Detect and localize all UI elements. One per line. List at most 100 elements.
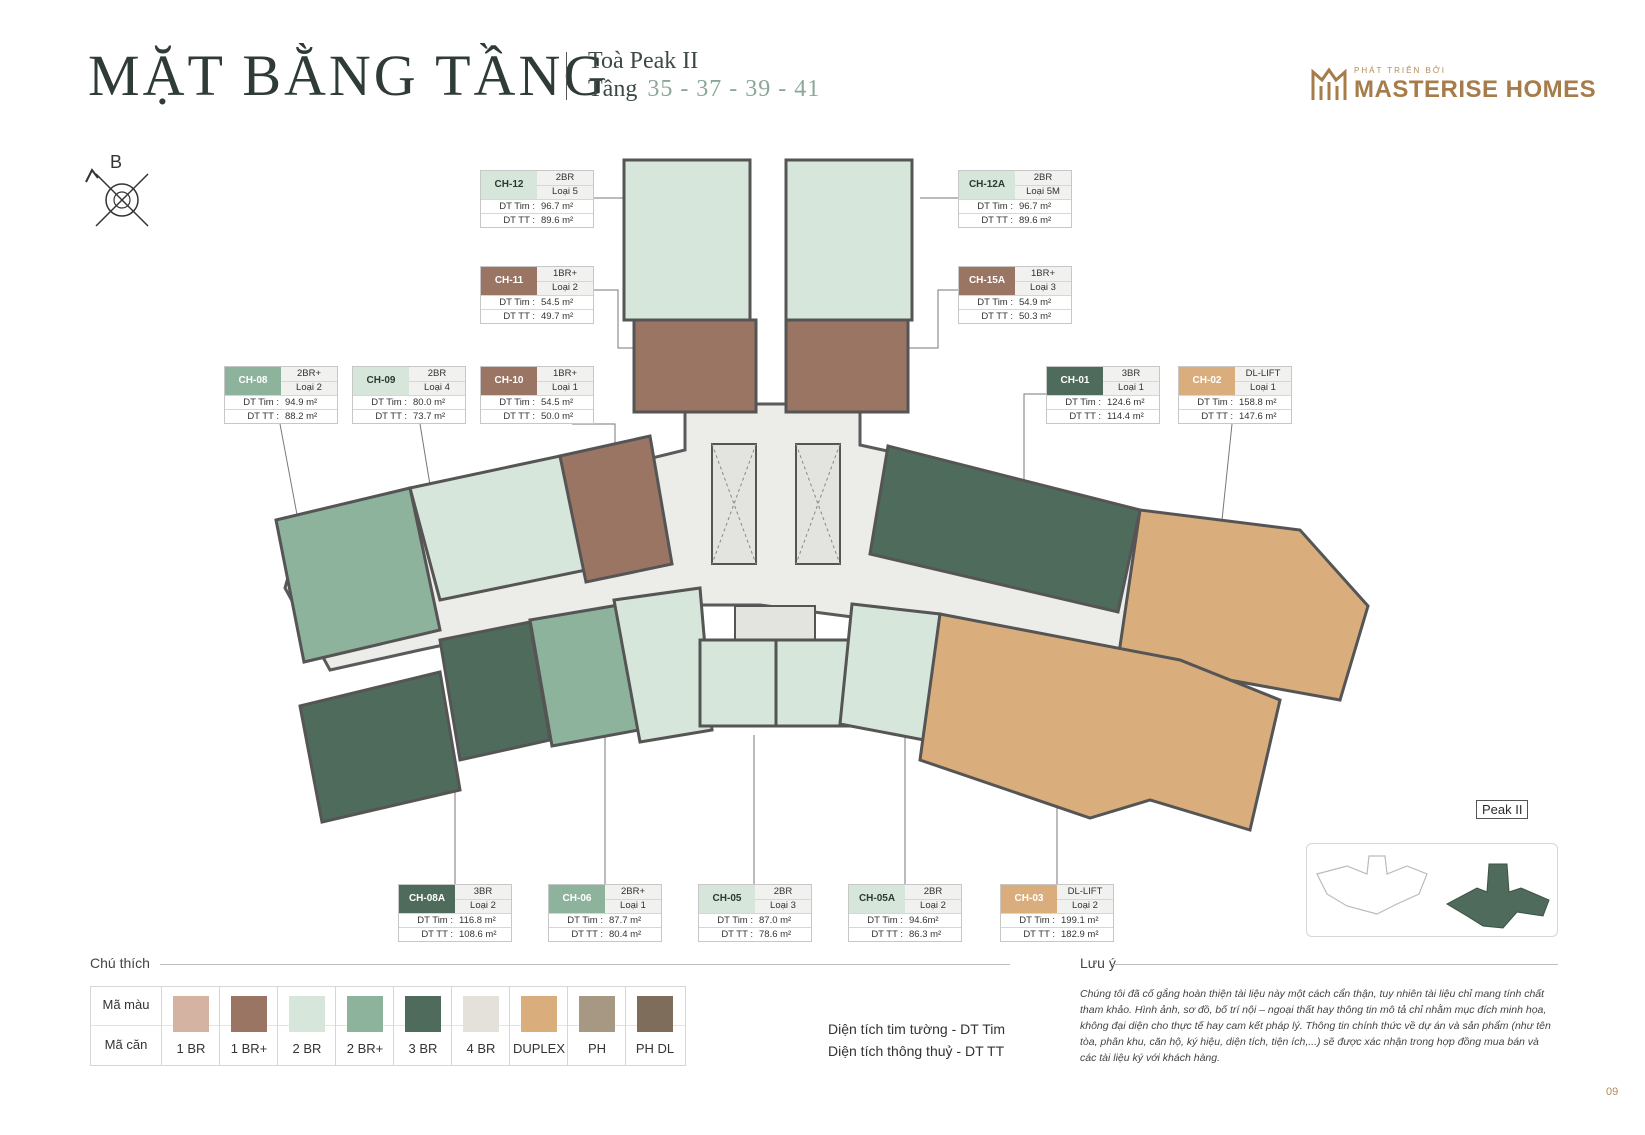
title-divider	[566, 52, 567, 100]
unit-area-ch-06-b	[612, 586, 714, 744]
unit-card-ch-15a: CH-15A 1BR+ Loại 3 DT Tim :54.9 m² DT TT…	[958, 266, 1072, 324]
legend-swatch	[521, 996, 557, 1032]
unit-card-ch-09: CH-09 2BR Loại 4 DT Tim :80.0 m² DT TT :…	[352, 366, 466, 424]
legend-item: 2 BR	[277, 987, 336, 1065]
unit-area-ch-08a	[298, 670, 462, 824]
dt-tt-label: DT TT :	[247, 411, 279, 422]
unit-area-ch-12	[622, 158, 752, 322]
legend-item-name: 3 BR	[408, 1041, 438, 1056]
dt-tt-label: DT TT :	[1069, 411, 1101, 422]
unit-code: CH-02	[1179, 367, 1235, 395]
unit-code: CH-10	[481, 367, 537, 395]
legend-item-name: 1 BR+	[230, 1041, 268, 1056]
legend-item: 1 BR+	[219, 987, 278, 1065]
unit-type: DL-LIFT	[1057, 885, 1113, 900]
disclaimer-text: Chúng tôi đã cố gắng hoàn thiện tài liệu…	[1080, 988, 1551, 1064]
floor-label: Tầng	[588, 76, 638, 102]
legend-item: 3 BR	[393, 987, 452, 1065]
dt-tt-label: DT TT :	[981, 215, 1013, 226]
unit-type: 1BR+	[537, 267, 593, 282]
legend-swatch	[463, 996, 499, 1032]
dt-tt-label: DT TT :	[981, 311, 1013, 322]
legend-item: PH DL	[625, 987, 684, 1065]
unit-code: CH-03	[1001, 885, 1057, 913]
dt-tim-value: 80.0 m²	[413, 397, 446, 408]
dt-tt-label: DT TT :	[503, 411, 535, 422]
dt-tt-label: DT TT :	[1023, 929, 1055, 940]
dt-tim-label: DT Tim :	[1019, 915, 1055, 926]
legend-row-color-label: Mã màu	[102, 997, 150, 1012]
unit-kind: Loại 2	[1072, 900, 1098, 911]
unit-area-ch-05	[698, 638, 778, 728]
dt-tim-label: DT Tim :	[977, 201, 1013, 212]
unit-card-ch-08a: CH-08A 3BR Loại 2 DT Tim :116.8 m² DT TT…	[398, 884, 512, 942]
area-def-tim: Diện tích tim tường - DT Tim	[828, 1021, 1005, 1037]
dt-tim-label: DT Tim :	[499, 297, 535, 308]
dt-tt-value: 89.6 m²	[1019, 215, 1052, 226]
unit-type: 1BR+	[1015, 267, 1071, 282]
unit-type: 2BR	[755, 885, 811, 900]
floor-numbers: 35 - 37 - 39 - 41	[647, 76, 821, 102]
dt-tim-value: 87.0 m²	[759, 915, 792, 926]
legend-item-name: 2 BR	[292, 1041, 322, 1056]
unit-card-ch-12: CH-12 2BR Loại 5 DT Tim :96.7 m² DT TT :…	[480, 170, 594, 228]
dt-tim-value: 87.7 m²	[609, 915, 642, 926]
keymap-drawing	[1316, 855, 1550, 929]
dt-tt-value: 88.2 m²	[285, 411, 318, 422]
dt-tim-label: DT Tim :	[1197, 397, 1233, 408]
dt-tim-value: 124.6 m²	[1107, 397, 1145, 408]
dt-tt-value: 147.6 m²	[1239, 411, 1277, 422]
key-map	[1306, 843, 1558, 937]
dt-tt-label: DT TT :	[421, 929, 453, 940]
unit-card-ch-06: CH-06 2BR+ Loại 1 DT Tim :87.7 m² DT TT …	[548, 884, 662, 942]
dt-tt-value: 78.6 m²	[759, 929, 792, 940]
dt-tt-value: 49.7 m²	[541, 311, 574, 322]
unit-code: CH-12	[481, 171, 537, 199]
dt-tim-label: DT Tim :	[1065, 397, 1101, 408]
dt-tim-value: 158.8 m²	[1239, 397, 1277, 408]
legend-item-name: 2 BR+	[346, 1041, 384, 1056]
unit-card-ch-11: CH-11 1BR+ Loại 2 DT Tim :54.5 m² DT TT …	[480, 266, 594, 324]
unit-kind: Loại 1	[552, 382, 578, 393]
dt-tt-label: DT TT :	[721, 929, 753, 940]
unit-code: CH-11	[481, 267, 537, 295]
dt-tt-label: DT TT :	[375, 411, 407, 422]
unit-code: CH-05	[699, 885, 755, 913]
page-number: 09	[1606, 1086, 1619, 1098]
legend-rule	[160, 964, 1010, 965]
unit-code: CH-08A	[399, 885, 455, 913]
dt-tim-label: DT Tim :	[977, 297, 1013, 308]
unit-area-ch-03	[918, 612, 1282, 832]
legend-item-name: PH	[587, 1041, 607, 1056]
unit-code: CH-09	[353, 367, 409, 395]
unit-type: 2BR	[905, 885, 961, 900]
unit-card-ch-08: CH-08 2BR+ Loại 2 DT Tim :94.9 m² DT TT …	[224, 366, 338, 424]
unit-area-ch-11	[632, 318, 758, 414]
unit-card-ch-02: CH-02 DL-LIFT Loại 1 DT Tim :158.8 m² DT…	[1178, 366, 1292, 424]
unit-area-ch-12a	[784, 158, 914, 322]
unit-kind: Loại 5M	[1026, 186, 1060, 197]
note-rule	[1112, 964, 1558, 965]
legend-row-unit-label: Mã căn	[104, 1037, 148, 1052]
dt-tt-label: DT TT :	[571, 929, 603, 940]
dt-tt-value: 108.6 m²	[459, 929, 497, 940]
unit-area-ch-05a	[774, 638, 854, 728]
unit-kind: Loại 1	[1250, 382, 1276, 393]
unit-code: CH-01	[1047, 367, 1103, 395]
dt-tt-label: DT TT :	[871, 929, 903, 940]
legend-title: Chú thích	[90, 955, 150, 971]
dt-tim-label: DT Tim :	[867, 915, 903, 926]
floor-info: Tầng 35 - 37 - 39 - 41	[588, 76, 820, 103]
masterise-logo-icon	[1311, 67, 1347, 100]
dt-tim-value: 96.7 m²	[541, 201, 574, 212]
legend-item: DUPLEX	[509, 987, 568, 1065]
dt-tt-label: DT TT :	[503, 215, 535, 226]
legend-item: 2 BR+	[335, 987, 394, 1065]
developer-label: PHÁT TRIỂN BỞI	[1354, 66, 1446, 75]
unit-code: CH-06	[549, 885, 605, 913]
unit-code: CH-08	[225, 367, 281, 395]
dt-tim-value: 54.9 m²	[1019, 297, 1052, 308]
note-title: Lưu ý	[1080, 955, 1116, 971]
dt-tt-value: 80.4 m²	[609, 929, 642, 940]
unit-card-ch-12a: CH-12A 2BR Loại 5M DT Tim :96.7 m² DT TT…	[958, 170, 1072, 228]
